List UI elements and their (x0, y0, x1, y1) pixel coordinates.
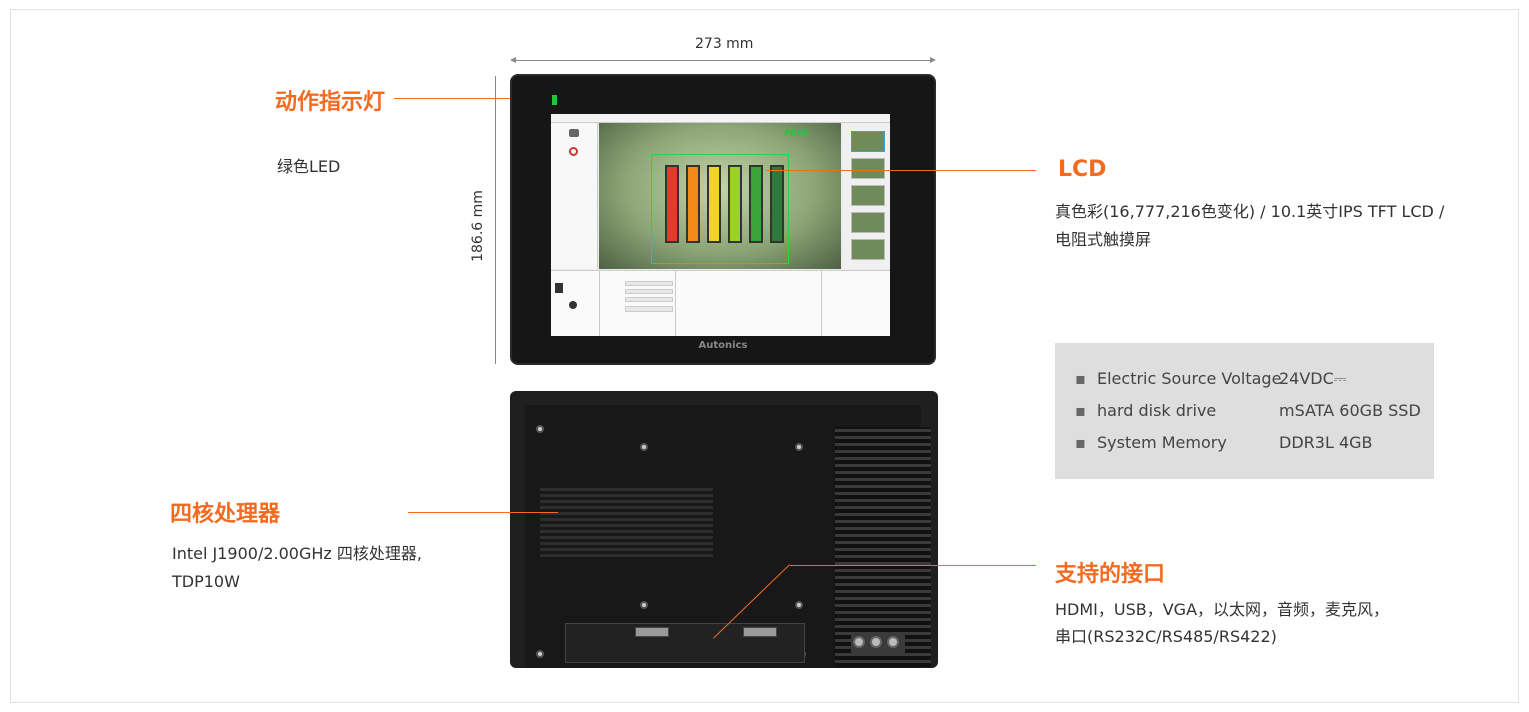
screw (640, 601, 648, 609)
power-terminal-block (851, 632, 905, 654)
spec-value: 24VDC⎓ (1279, 369, 1347, 388)
screen-sidebar (551, 123, 598, 269)
led-indicator-title: 动作指示灯 (275, 90, 386, 115)
heatsink-fins (835, 427, 931, 667)
interfaces-leader-line (790, 565, 1036, 566)
spec-row: ▪ hard disk drive mSATA 60GB SSD (1075, 401, 1421, 420)
spec-row: ▪ System Memory DDR3L 4GB (1075, 433, 1373, 452)
spec-value: DDR3L 4GB (1279, 433, 1373, 452)
spec-label: Electric Source Voltage (1097, 369, 1282, 388)
spec-label: hard disk drive (1097, 401, 1217, 420)
device-front-panel: PASS Autonics (510, 74, 936, 365)
width-dimension-line (512, 60, 934, 61)
device-back-panel (510, 391, 938, 668)
spec-label: System Memory (1097, 433, 1227, 452)
bar-green (749, 165, 763, 243)
vga-port (635, 627, 669, 637)
thumbnail-3 (851, 185, 885, 206)
thumbnail-1 (851, 131, 885, 152)
width-dimension-label: 273 mm (695, 36, 754, 52)
processor-title: 四核处理器 (170, 502, 281, 527)
processor-desc-line2: TDP10W (172, 572, 240, 591)
bullet-icon: ▪ (1075, 369, 1086, 388)
pass-indicator: PASS (784, 129, 810, 139)
lcd-leader-line (766, 170, 1036, 171)
bar-yellow (707, 165, 721, 243)
processor-desc-line1: Intel J1900/2.00GHz 四核处理器, (172, 544, 422, 563)
screw (795, 601, 803, 609)
terminal-screw (887, 636, 899, 648)
interfaces-desc-line2: 串口(RS232C/RS485/RS422) (1055, 627, 1277, 646)
processor-leader-line (408, 512, 558, 513)
screen-menubar (551, 114, 890, 123)
thumbnail-2 (851, 158, 885, 179)
status-led (552, 95, 557, 105)
thumbnail-4 (851, 212, 885, 233)
serial-port (743, 627, 777, 637)
lcd-desc-line2: 电阻式触摸屏 (1055, 230, 1152, 249)
width-arrow-right (930, 57, 936, 63)
screen-bottom-pane (551, 270, 890, 336)
lcd-desc-line1: 真色彩(16,777,216色变化) / 10.1英寸IPS TFT LCD / (1055, 202, 1445, 221)
width-arrow-left (510, 57, 516, 63)
lcd-screen: PASS (551, 114, 890, 336)
terminal-screw (870, 636, 882, 648)
lcd-title: LCD (1058, 157, 1107, 182)
thumbnail-panel (843, 123, 890, 269)
screw (640, 443, 648, 451)
thumbnail-5 (851, 239, 885, 260)
bar-orange (686, 165, 700, 243)
interfaces-title: 支持的接口 (1055, 562, 1166, 587)
bar-lime (728, 165, 742, 243)
screw (795, 443, 803, 451)
interfaces-desc-line1: HDMI，USB，VGA，以太网，音频，麦克风， (1055, 600, 1390, 619)
led-indicator-desc: 绿色LED (277, 157, 341, 176)
bullet-icon: ▪ (1075, 433, 1086, 452)
screw (536, 425, 544, 433)
content-frame (10, 9, 1519, 703)
height-dimension-line (495, 76, 496, 364)
camera-view: PASS (599, 123, 841, 269)
height-dimension-label: 186.6 mm (470, 190, 486, 262)
screw (536, 650, 544, 658)
brand-logo: Autonics (698, 340, 748, 351)
led-leader-line (394, 98, 548, 99)
cpu-vent (540, 487, 713, 557)
bar-red (665, 165, 679, 243)
back-cover (525, 405, 931, 668)
spec-value: mSATA 60GB SSD (1279, 401, 1421, 420)
inspection-roi-box (651, 154, 789, 264)
bar-darkgreen (770, 165, 784, 243)
bullet-icon: ▪ (1075, 401, 1086, 420)
terminal-screw (853, 636, 865, 648)
